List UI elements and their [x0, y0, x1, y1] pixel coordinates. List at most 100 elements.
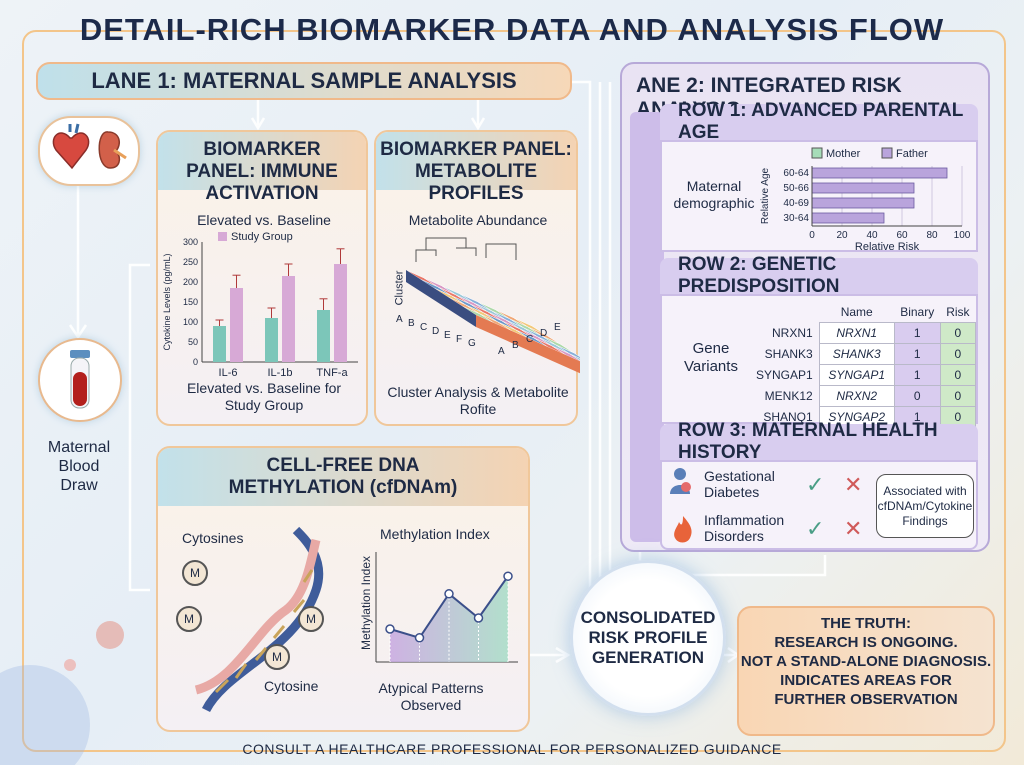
y-tick-label: B	[512, 340, 519, 351]
pregnancy-icon	[670, 468, 691, 494]
gestational-diabetes-label: Gestational Diabetes	[704, 468, 775, 500]
cross-icon: ✕	[844, 472, 863, 497]
bar	[317, 310, 330, 362]
gene-name-cell: SYNGAP1	[818, 364, 895, 386]
x-tick-label: 100	[954, 230, 971, 241]
methyl-marker-label: M	[272, 650, 282, 664]
footer-disclaimer: CONSULT A HEALTHCARE PROFESSIONAL FOR PE…	[242, 741, 782, 757]
x-tick-label: B	[408, 318, 415, 329]
gene-label: SHANK3	[764, 347, 813, 361]
x-tick-label: E	[444, 330, 451, 341]
row3-header: ROW 3: MATERNAL HEALTH HISTORY	[660, 420, 978, 463]
association-note: Associated with cfDNAm/Cytokine Findings	[876, 474, 974, 538]
cfdna-panel-header: CELL-FREE DNA METHYLATION (cfDNAm)	[158, 448, 528, 506]
consolidated-label: CONSOLIDATED RISK PROFILE GENERATION	[580, 608, 716, 667]
heart-kidney-icon	[52, 123, 127, 170]
bar	[334, 264, 347, 362]
dendrogram	[415, 237, 517, 262]
y-tick-label: 300	[183, 237, 198, 247]
check-icon: ✓	[806, 472, 825, 497]
x-tick-label: 40	[866, 230, 878, 241]
y-tick-label: A	[498, 346, 505, 357]
metabolite-caption: Cluster Analysis & Metabolite Rofite	[387, 384, 569, 417]
heatmap-cell	[555, 344, 580, 359]
truth-line4: INDICATES AREAS FOR FURTHER OBSERVATION	[774, 672, 958, 708]
methyl-marker: M	[176, 606, 202, 632]
x-tick-label: D	[432, 326, 439, 337]
x-tick-label: F	[456, 334, 462, 345]
table-row: MENK12 NRXN2 0 0	[750, 385, 977, 407]
cfdna-panel: CELL-FREE DNA METHYLATION (cfDNAm) Cytos…	[156, 446, 530, 732]
gene-risk-cell: 0	[939, 385, 977, 407]
outer-frame	[22, 30, 1006, 752]
organ-icons	[38, 116, 140, 186]
heatmap-cell	[551, 345, 580, 362]
y-tick-label: 100	[183, 317, 198, 327]
metabolite-cluster-axis: Cluster	[393, 270, 406, 306]
truth-line2: RESEARCH IS ONGOING.	[774, 634, 958, 651]
lane2-side-strip	[630, 112, 664, 542]
table-row: SHANK3 SHANK3 1 0	[750, 343, 977, 365]
immune-chart-title: Elevated vs. Baseline	[197, 212, 331, 228]
heatmap-front	[476, 315, 580, 374]
gene-col-binary: Binary	[900, 305, 935, 319]
y-tick-label: 0	[193, 357, 198, 367]
gene-binary-cell: 0	[893, 385, 941, 407]
inflammation-disorders-label: Inflammation Disorders	[704, 512, 785, 544]
table-row: SYNGAP1 SYNGAP1 1 0	[750, 364, 977, 386]
metabolite-chart-title: Metabolite Abundance	[408, 212, 548, 228]
gene-risk-cell: 0	[939, 364, 977, 386]
y-tick-label: 250	[183, 257, 198, 267]
gene-binary-cell: 1	[893, 364, 941, 386]
gene-name-cell: SHANK3	[818, 343, 895, 365]
gene-label: SHANQ1	[763, 410, 813, 424]
truth-line3: NOT A STAND-ALONE DIAGNOSIS.	[740, 653, 992, 670]
truth-line1: THE TRUTH:	[821, 615, 911, 632]
x-tick-label: 0	[809, 230, 815, 241]
y-axis-label: Relative Age	[760, 167, 771, 224]
x-axis-label: Relative Risk	[855, 241, 920, 252]
truth-box: THE TRUTH: RESEARCH IS ONGOING. NOT A ST…	[737, 606, 995, 736]
gene-name-cell: NRXN2	[818, 385, 895, 407]
blood-draw-label: Maternal Blood Draw	[47, 439, 111, 494]
cell-decoration	[0, 621, 124, 765]
x-tick-label: IL-1b	[267, 367, 292, 379]
row2-header: ROW 2: GENETIC PREDISPOSITION	[660, 254, 978, 297]
flame-icon	[674, 516, 692, 543]
gene-risk-cell: 0	[939, 322, 977, 344]
legend-label: Mother	[826, 148, 861, 160]
y-tick-label: 60-64	[783, 168, 809, 179]
methyl-marker-label: M	[190, 566, 200, 580]
bar	[282, 276, 295, 362]
gene-col-risk: Risk	[946, 305, 970, 319]
methyl-marker-label: M	[184, 612, 194, 626]
heatmap-side	[406, 270, 476, 327]
x-tick-label: C	[420, 322, 427, 333]
y-tick-label: C	[526, 334, 533, 345]
check-icon: ✓	[806, 516, 825, 541]
methylation-line-chart	[375, 552, 518, 663]
y-axis-label: Cytokine Levels (pg/mL)	[162, 253, 172, 350]
x-tick-label: IL-6	[219, 367, 238, 379]
y-tick-label: 150	[183, 297, 198, 307]
gene-header-spacer	[750, 302, 819, 323]
gene-binary-cell: 1	[893, 322, 941, 344]
metabolite-panel-header: BIOMARKER PANEL: METABOLITE PROFILES	[376, 132, 576, 204]
gene-label: SYNGAP1	[756, 368, 813, 382]
consolidated-risk-node: CONSOLIDATED RISK PROFILE GENERATION	[570, 560, 726, 716]
immune-panel-header: BIOMARKER PANEL: IMMUNE ACTIVATION	[158, 132, 366, 204]
row2-body: Gene Variants Name Binary Risk NRXN1 NRX…	[660, 294, 978, 428]
metabolite-panel: BIOMARKER PANEL: METABOLITE PROFILES Met…	[374, 130, 580, 426]
legend-label: Study Group	[231, 231, 293, 243]
gene-name-cell: NRXN1	[818, 322, 895, 344]
y-tick-label: 200	[183, 277, 198, 287]
bar	[265, 318, 278, 362]
legend-swatch-mother	[811, 147, 823, 159]
bar	[811, 182, 915, 194]
data-point	[414, 633, 425, 643]
x-tick-label: 20	[836, 230, 848, 241]
data-point	[473, 613, 484, 623]
